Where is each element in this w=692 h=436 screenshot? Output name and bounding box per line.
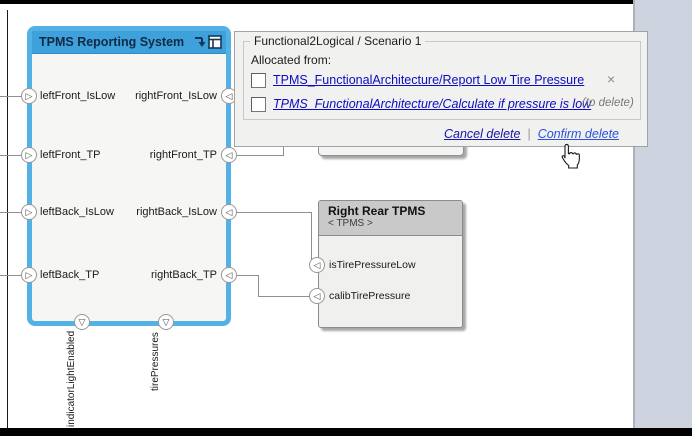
port-leftFront_TP[interactable]: ▷ (21, 147, 37, 163)
input-port-icon: ▷ (25, 149, 33, 160)
allocation-row: TPMS_FunctionalArchitecture/Calculate if… (251, 96, 591, 112)
port-leftBack_IsLow[interactable]: ▷ (21, 204, 37, 220)
scenario-groupbox: Functional2Logical / Scenario 1 (243, 34, 641, 120)
content-preview-icon[interactable] (208, 35, 222, 49)
component-header: Right Rear TPMS < TPMS > (319, 201, 462, 236)
port-rightFront_TP[interactable]: ◁ (221, 147, 237, 163)
port-leftFront_IsLow[interactable]: ▷ (21, 88, 37, 104)
wire-leftFront_TP[interactable] (0, 155, 22, 156)
down-port-icon: ▽ (162, 316, 170, 327)
wire-rightBack_TP-h2[interactable] (258, 296, 310, 297)
tpms-reporting-system-block[interactable]: TPMS Reporting System (27, 26, 231, 326)
diagram-frame-border (7, 10, 8, 428)
output-port-icon: ◁ (225, 149, 233, 160)
port-label: rightBack_TP (150, 269, 217, 281)
window-edge-top (0, 0, 633, 4)
port-label: leftFront_TP (40, 149, 101, 161)
port-label: isTirePressureLow (329, 259, 416, 271)
component-stereotype: < TPMS > (328, 218, 373, 229)
port-label: leftBack_TP (40, 269, 100, 281)
wire-rightBack_IsLow-v[interactable] (311, 212, 312, 266)
allocation-popup: Functional2Logical / Scenario 1 Allocate… (234, 31, 648, 147)
allocation-checkbox[interactable] (251, 96, 266, 112)
port-label: rightFront_TP (149, 149, 217, 161)
output-port-icon: ◁ (225, 206, 233, 217)
wire-rightBack_TP-h1[interactable] (237, 275, 258, 276)
allocation-link-report-low-tire-pressure[interactable]: TPMS_FunctionalArchitecture/Report Low T… (273, 73, 585, 87)
scenario-title: Functional2Logical / Scenario 1 (250, 34, 426, 48)
port-indicatorLightEnabled[interactable]: ▽ (74, 314, 90, 330)
allocation-row: TPMS_FunctionalArchitecture/Report Low T… (251, 72, 584, 88)
component-title: Right Rear TPMS (328, 204, 426, 218)
port-label: leftBack_IsLow (40, 206, 114, 218)
port-label: leftFront_IsLow (40, 90, 116, 102)
port-isTirePressureLow[interactable]: ◁ (309, 257, 325, 273)
input-port-icon: ▷ (25, 269, 33, 280)
port-label: rightFront_IsLow (135, 90, 217, 102)
port-rightBack_IsLow[interactable]: ◁ (221, 204, 237, 220)
allocated-from-label: Allocated from: (251, 53, 332, 67)
wire-leftBack_TP[interactable] (0, 275, 22, 276)
window-edge-bottom (0, 428, 692, 436)
wire-rightBack_IsLow-h[interactable] (237, 212, 311, 213)
port-label: rightBack_IsLow (136, 206, 217, 218)
output-port-icon: ◁ (225, 269, 233, 280)
input-port-icon: ◁ (313, 259, 321, 270)
to-delete-note: (to delete) (582, 97, 634, 109)
block-header: TPMS Reporting System (32, 31, 226, 54)
input-port-icon: ◁ (313, 290, 321, 301)
footer-divider: | (527, 127, 531, 141)
hand-cursor-icon (556, 143, 580, 176)
cancel-delete-link[interactable]: Cancel delete (444, 127, 521, 141)
port-label-vertical: indicatorLightEnabled (66, 330, 77, 427)
wire-leftBack_IsLow[interactable] (0, 212, 22, 213)
port-calibTirePressure[interactable]: ◁ (309, 288, 325, 304)
input-port-icon: ▷ (25, 90, 33, 101)
wire-rightFront_TP-v[interactable] (283, 147, 284, 156)
wire-rightFront_TP-h[interactable] (237, 155, 283, 156)
down-port-icon: ▽ (78, 316, 86, 327)
right-rear-tpms-block[interactable]: Right Rear TPMS < TPMS > (318, 200, 463, 328)
port-tirePressures[interactable]: ▽ (158, 314, 174, 330)
port-label: calibTirePressure (329, 290, 411, 302)
output-port-icon: ◁ (225, 90, 233, 101)
wire-rightBack_TP-v[interactable] (258, 275, 259, 297)
port-label-vertical: tirePressures (150, 332, 161, 391)
port-rightFront_IsLow[interactable]: ◁ (221, 88, 237, 104)
port-leftBack_TP[interactable]: ▷ (21, 267, 37, 283)
allocation-link-calculate-if-pressure-is-low[interactable]: TPMS_FunctionalArchitecture/Calculate if… (273, 97, 592, 111)
block-title: TPMS Reporting System (39, 35, 185, 49)
confirm-delete-link[interactable]: Confirm delete (537, 127, 619, 141)
navigate-down-arrow-icon[interactable] (194, 36, 207, 49)
port-rightBack_TP[interactable]: ◁ (221, 267, 237, 283)
allocation-checkbox[interactable] (251, 72, 266, 88)
wire-leftFront_IsLow[interactable] (0, 96, 22, 97)
remove-allocation-icon[interactable]: × (607, 71, 616, 87)
input-port-icon: ▷ (25, 206, 33, 217)
popup-footer: Cancel delete | Confirm delete (235, 127, 647, 141)
